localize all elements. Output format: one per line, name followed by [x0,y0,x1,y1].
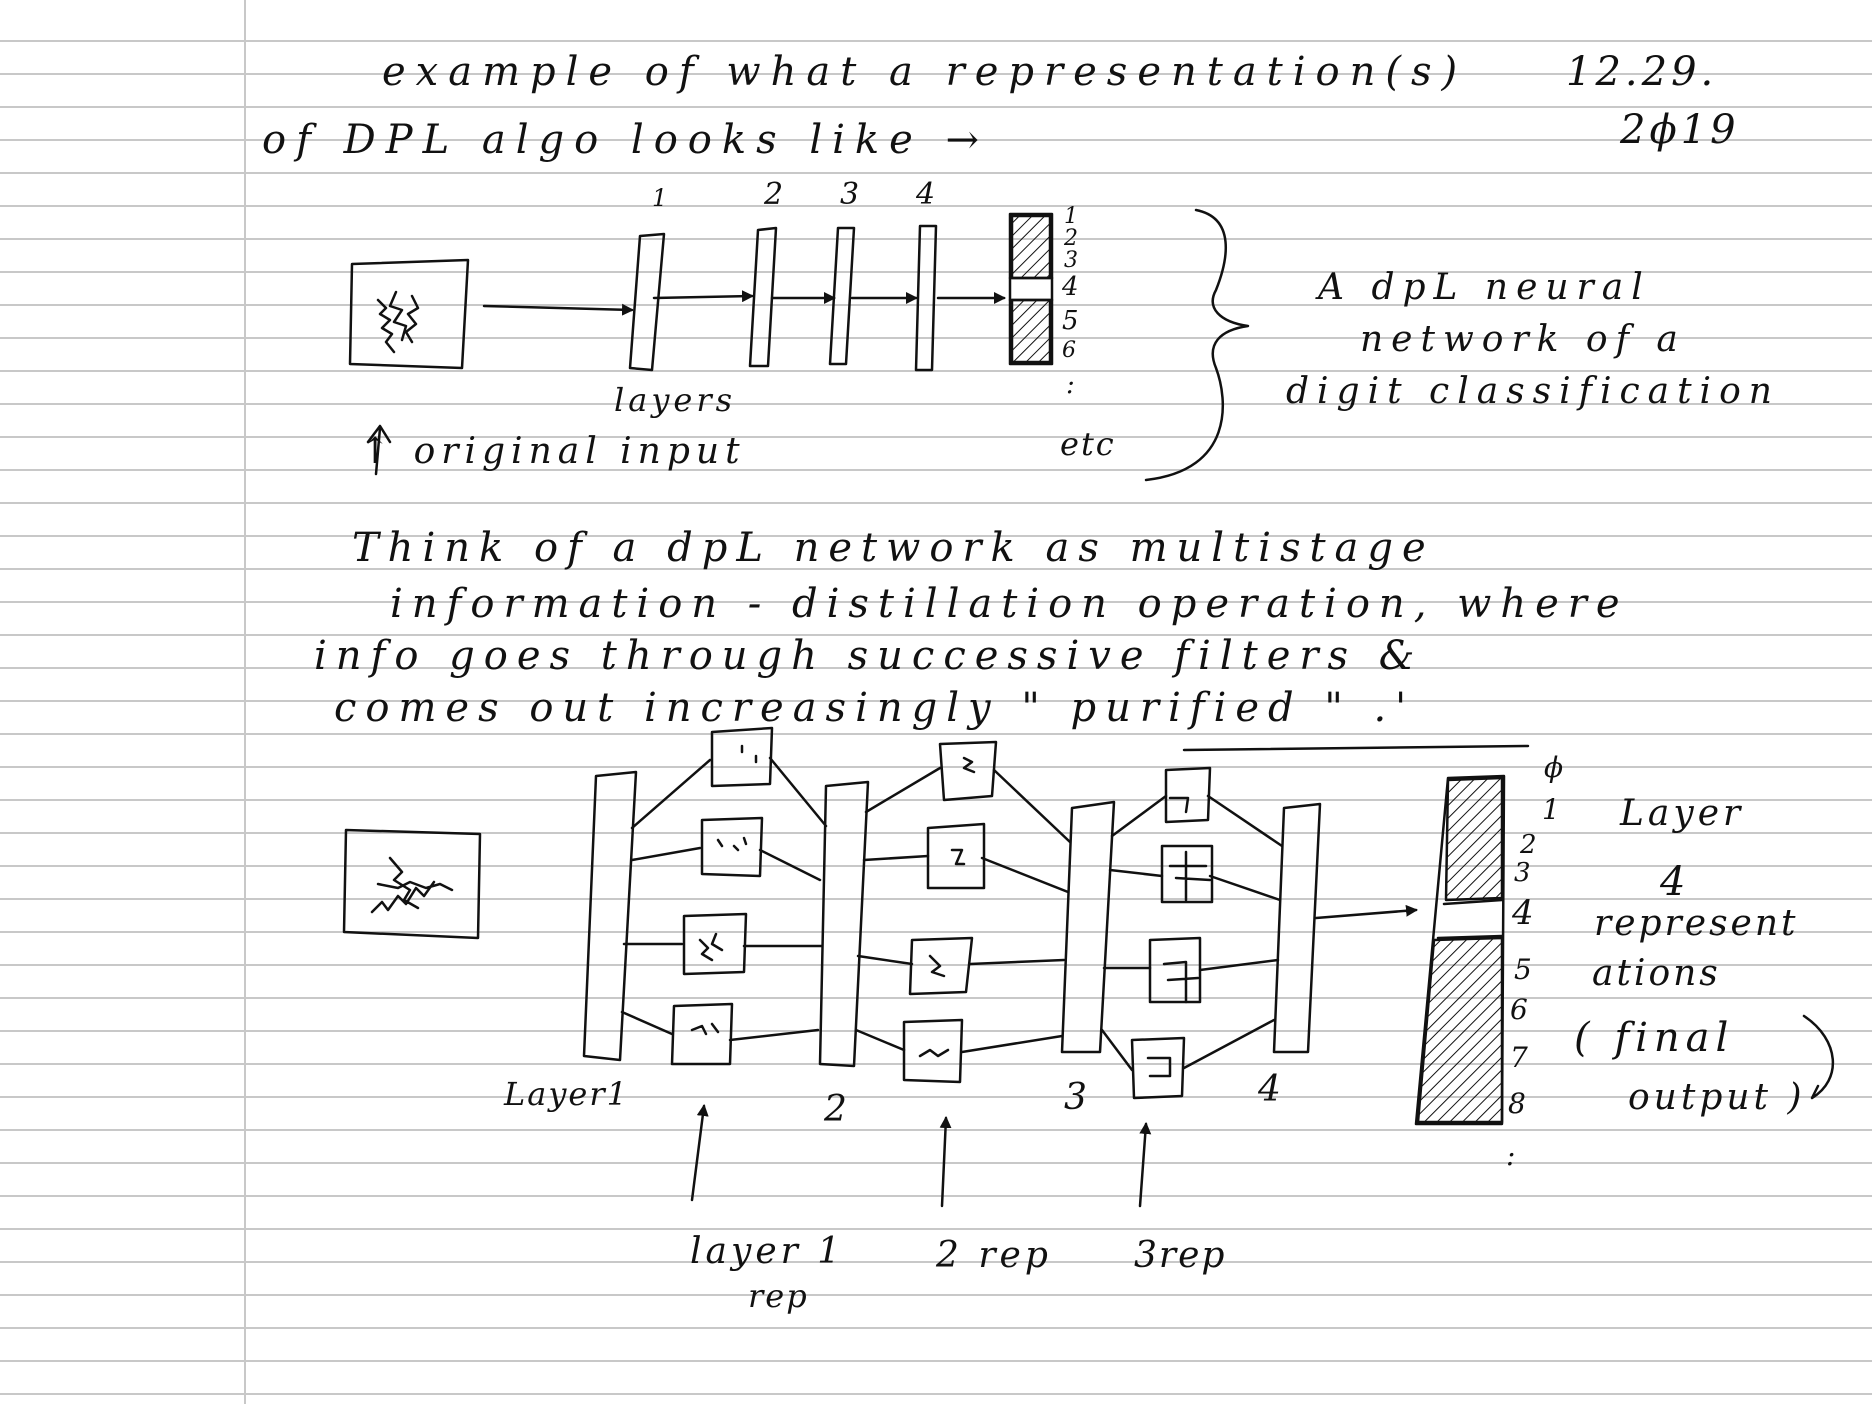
d1-brace [1146,210,1248,480]
d1-layer-1 [630,234,664,370]
d2-layer-1 [584,772,636,1060]
d1-arrow-1-2 [654,296,752,298]
d2-layer-4 [1274,804,1320,1052]
d2-rep-2-b [928,824,984,888]
d1-arrow-input [484,306,632,310]
d2-rep-3-a [1166,768,1210,822]
d2-input-scribble [372,858,452,912]
d1-output-hatch-bottom [1012,300,1050,362]
d2-arrow-to-output [1316,910,1416,918]
d2-rep-arrow-3 [1140,1124,1146,1206]
purified-underline [1184,746,1528,750]
d2-rep-3-d [1132,1038,1184,1098]
d2-layer-2 [820,782,868,1066]
d2-rep-arrow-2 [942,1118,946,1206]
d2-rep-3-c [1150,938,1200,1002]
d2-output-hatch-top [1446,778,1502,900]
d2-rep-arrow-1 [692,1106,704,1200]
d2-rep-1-c [684,914,746,974]
d1-layer-4 [916,226,936,370]
d2-output-hatch-bottom [1418,938,1502,1122]
d1-input-scribble [378,292,418,352]
d1-output-hatch-top [1012,216,1050,278]
d2-final-output-paren [1804,1016,1833,1098]
d1-layer-2 [750,228,776,366]
d1-layer-3 [830,228,854,364]
d2-rep-1-a [712,728,772,786]
d1-original-input-arrow [368,426,390,474]
d2-rep-2-a [940,742,996,800]
d2-layer-3 [1062,802,1114,1052]
d2-rep-1-d [672,1004,732,1064]
d2-rep-1-b [702,818,762,876]
